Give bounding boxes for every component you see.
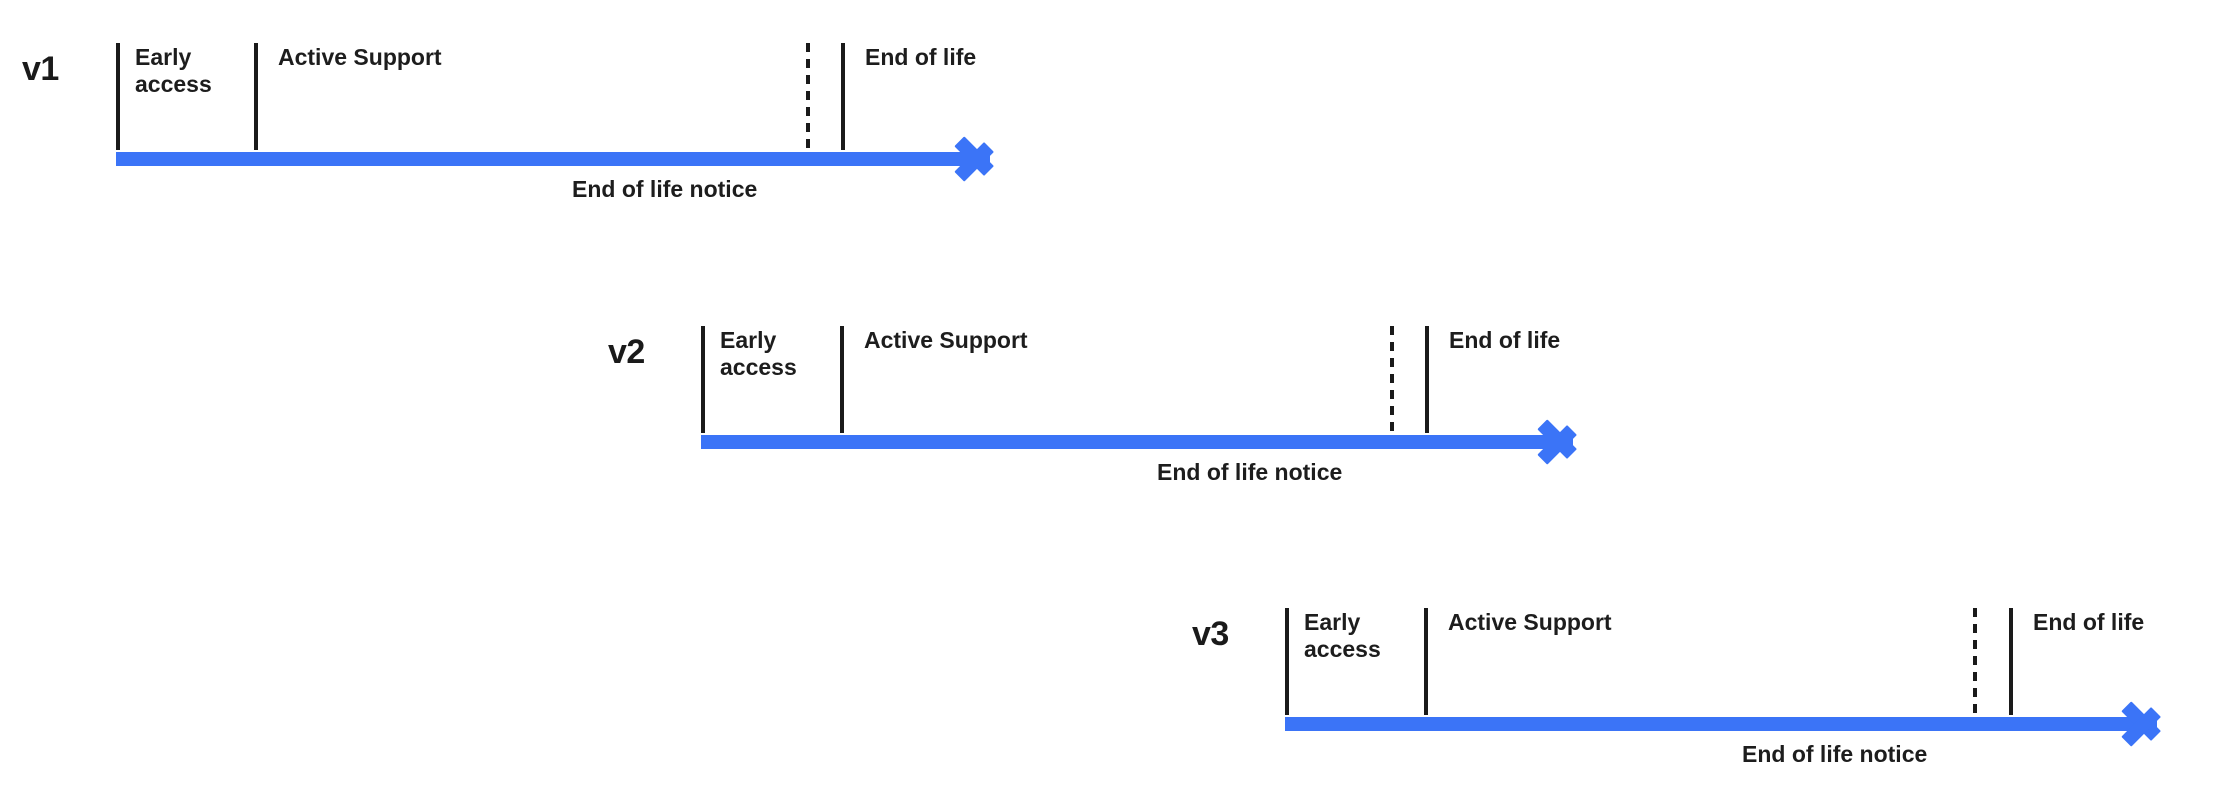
timeline-row-v1: v1 Early access Active Support End of li… <box>0 0 2228 230</box>
notice-label-end-of-life-notice-v3: End of life notice <box>1742 741 1928 767</box>
timeline-bar-v2 <box>701 435 1573 449</box>
phase-label-early-access-v1: Early access <box>135 44 212 97</box>
phase-label-early-access-v3: Early access <box>1304 609 1381 662</box>
version-label-v3: v3 <box>1192 615 1229 653</box>
timeline-bar-v3 <box>1285 717 2157 731</box>
phase-label-end-of-life-v1: End of life <box>865 44 977 70</box>
timeline-row-v2: v2 Early access Active Support End of li… <box>0 283 2228 513</box>
notice-label-end-of-life-notice-v2: End of life notice <box>1157 459 1343 485</box>
early-access-line-2: access <box>1304 635 1381 662</box>
divider-early-access-start-v2 <box>701 326 705 433</box>
timeline-arrow-head-v3 <box>2121 698 2182 750</box>
divider-early-access-start-v1 <box>116 43 120 150</box>
early-access-line-1: Early <box>135 44 192 70</box>
early-access-line-1: Early <box>720 327 777 353</box>
early-access-line-2: access <box>720 353 797 380</box>
divider-end-of-life-start-v1 <box>841 43 845 150</box>
phase-label-end-of-life-v2: End of life <box>1449 327 1561 353</box>
phase-label-active-support-v2: Active Support <box>864 327 1028 353</box>
phase-label-end-of-life-v3: End of life <box>2033 609 2145 635</box>
version-label-v1: v1 <box>22 50 59 88</box>
divider-dashed-eol-notice-v3 <box>1973 608 1977 715</box>
divider-end-of-life-start-v3 <box>2009 608 2013 715</box>
phase-label-active-support-v1: Active Support <box>278 44 442 70</box>
divider-active-support-start-v3 <box>1424 608 1428 715</box>
divider-end-of-life-start-v2 <box>1425 326 1429 433</box>
divider-dashed-eol-notice-v2 <box>1390 326 1394 433</box>
timeline-row-v3: v3 Early access Active Support End of li… <box>0 565 2228 795</box>
timeline-arrow-head-v2 <box>1537 416 1598 468</box>
divider-active-support-start-v2 <box>840 326 844 433</box>
notice-label-end-of-life-notice-v1: End of life notice <box>572 176 758 202</box>
divider-dashed-eol-notice-v1 <box>806 43 810 150</box>
version-label-v2: v2 <box>608 333 645 371</box>
early-access-line-1: Early <box>1304 609 1361 635</box>
phase-label-active-support-v3: Active Support <box>1448 609 1612 635</box>
timeline-bar-v1 <box>116 152 990 166</box>
early-access-line-2: access <box>135 70 212 97</box>
timeline-arrow-head-v1 <box>954 133 1015 185</box>
divider-active-support-start-v1 <box>254 43 258 150</box>
divider-early-access-start-v3 <box>1285 608 1289 715</box>
phase-label-early-access-v2: Early access <box>720 327 797 380</box>
